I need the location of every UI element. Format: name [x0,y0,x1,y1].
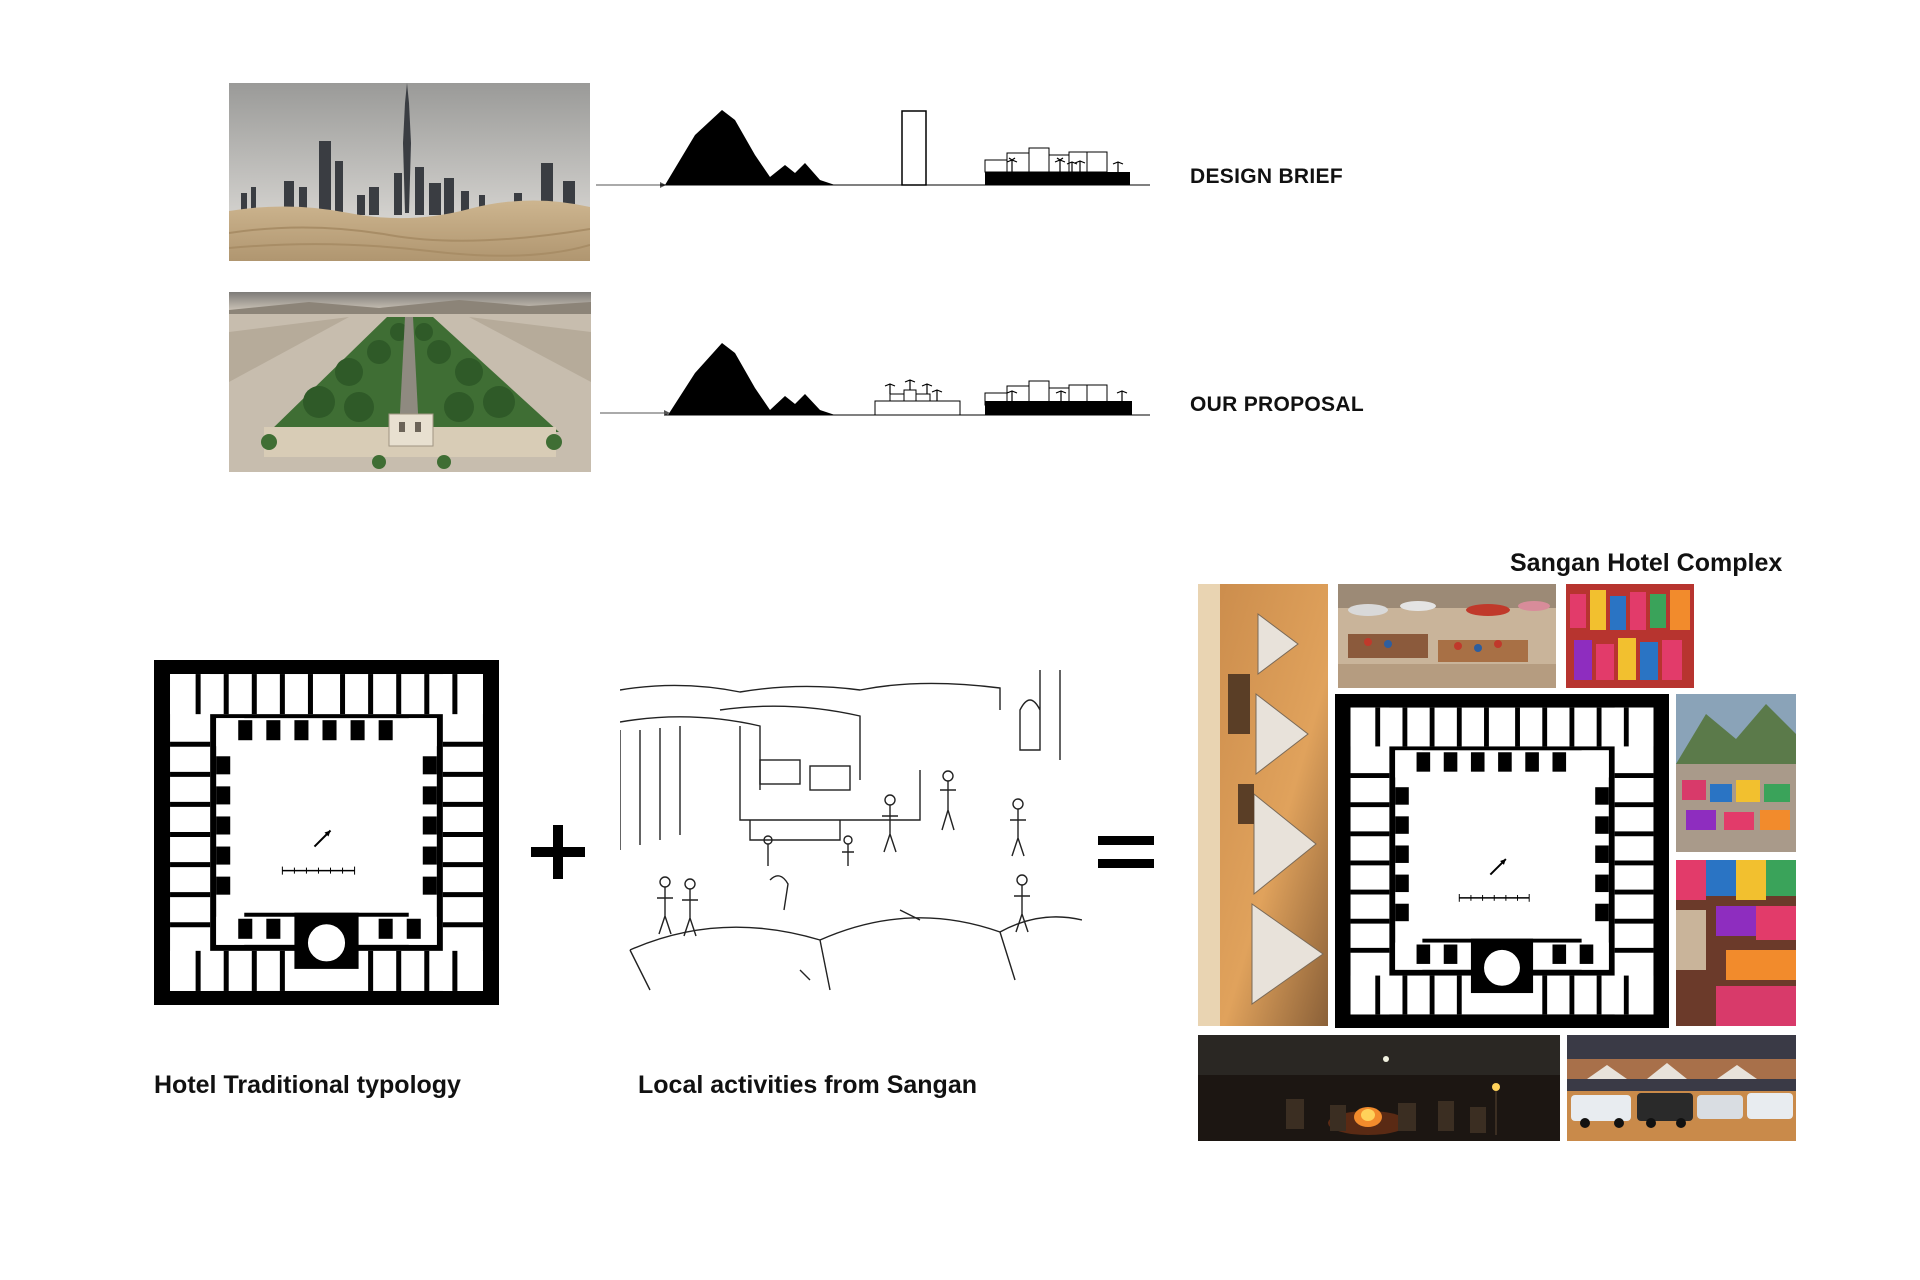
plus-icon [531,825,585,879]
our-proposal-section-diagram [665,343,1150,416]
design-brief-label: DESIGN BRIEF [1190,165,1343,188]
bazaar-textiles-photo [1676,860,1796,1026]
sangan-hotel-plan [1335,694,1669,1028]
result-caption: Sangan Hotel Complex [1510,549,1783,577]
mountain-shape [665,110,835,185]
dubai-skyline-photo [229,83,590,261]
typology-caption: Hotel Traditional typology [154,1071,461,1099]
market-stalls-photo [1338,584,1556,688]
mountain-shape [668,343,835,415]
traditional-hotel-plan [154,660,499,1005]
palm-tree-icon [1006,390,1128,401]
our-proposal-label: OUR PROPOSAL [1190,393,1364,416]
courtyard-hotel-block [874,389,961,416]
mountain-market-photo [1676,694,1796,852]
arrow-icon [600,410,670,416]
low-rise-block [984,147,1108,173]
palm-tree-icon [1006,157,1124,172]
activities-caption: Local activities from Sangan [638,1071,977,1099]
market-activity-sketch [620,670,1082,1010]
design-brief-section-diagram [660,110,1150,186]
campfire-night-photo [1198,1035,1560,1141]
tower-block [901,110,927,186]
palm-tree-icon [884,379,943,401]
desert-jeeps-photo [1567,1035,1796,1141]
desert-camp-photo [1198,584,1328,1026]
equals-icon [1098,836,1154,868]
garden-oasis-photo [229,292,591,472]
hanging-textiles-photo [1566,584,1694,688]
arrow-icon [596,182,666,188]
